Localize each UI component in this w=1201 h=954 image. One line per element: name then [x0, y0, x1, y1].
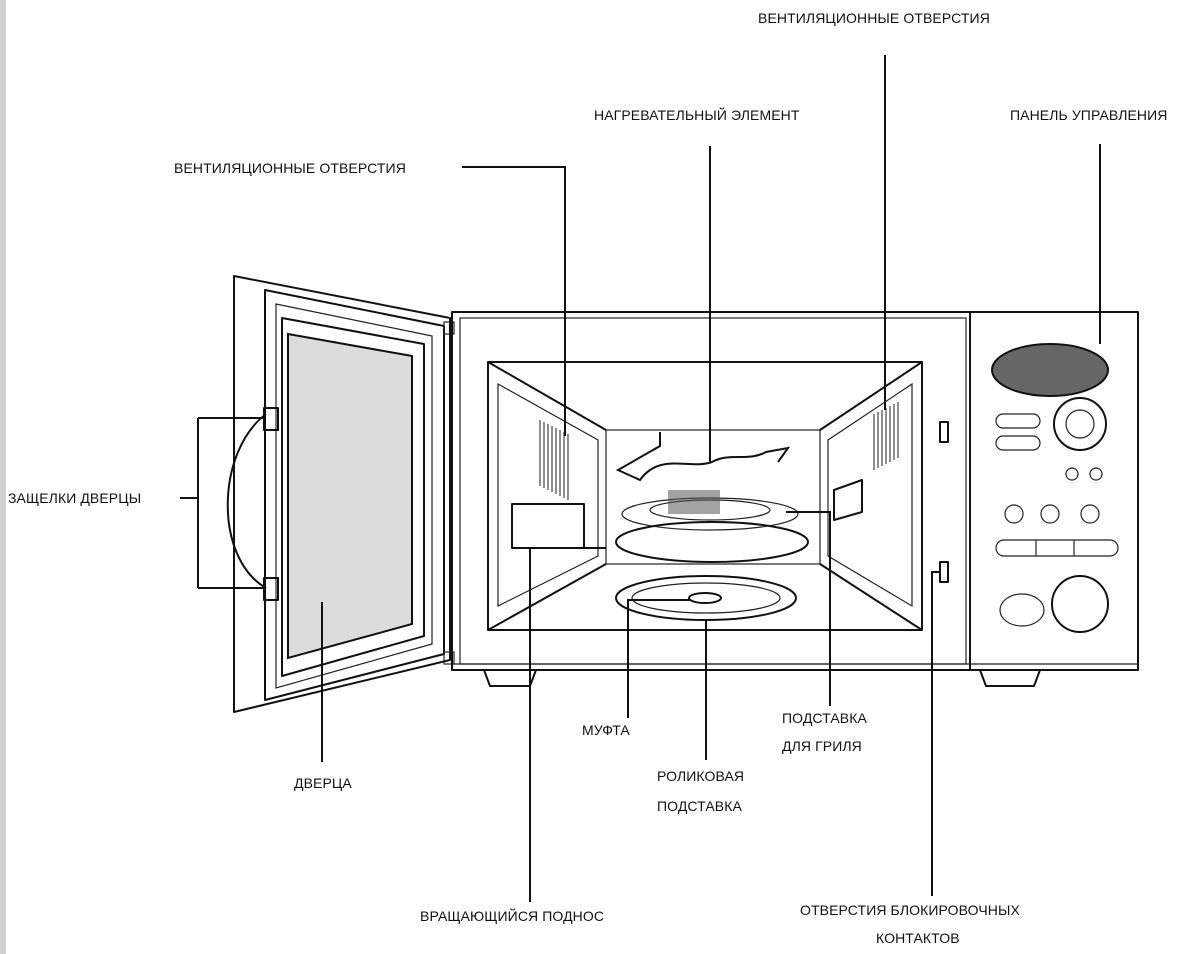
label-door-latches: ЗАЩЕЛКИ ДВЕРЦЫ	[8, 490, 142, 506]
door	[226, 275, 455, 713]
vent-grille-left	[539, 420, 569, 500]
coupler	[688, 592, 722, 604]
display-window	[991, 343, 1109, 397]
label-interlock-line2: КОНТАКТОВ	[876, 930, 960, 946]
label-grill-rack-line1: ПОДСТАВКА	[782, 710, 867, 726]
label-turntable: ВРАЩАЮЩИЙСЯ ПОДНОС	[420, 908, 605, 924]
turntable-tray	[615, 521, 809, 563]
label-vent-top: ВЕНТИЛЯЦИОННЫЕ ОТВЕРСТИЯ	[758, 10, 990, 26]
label-coupler: МУФТА	[582, 722, 630, 738]
interlock-slot-bottom	[939, 561, 949, 583]
vent-grille-right	[873, 402, 899, 470]
heating-element-coil	[615, 432, 791, 482]
label-interlock-line1: ОТВЕРСТИЯ БЛОКИРОВОЧНЫХ	[800, 902, 1020, 918]
interlock-slot-top	[939, 421, 949, 443]
door-window	[287, 332, 413, 660]
control-panel	[991, 343, 1119, 633]
leader-lines	[180, 55, 1101, 902]
label-roller-ring-line2: ПОДСТАВКА	[657, 798, 742, 814]
label-door: ДВЕРЦА	[294, 775, 352, 791]
dial-bottom	[1051, 575, 1109, 633]
dial-top	[1053, 397, 1107, 451]
label-heating-element: НАГРЕВАТЕЛЬНЫЙ ЭЛЕМЕНТ	[594, 107, 800, 123]
oven-body	[451, 311, 1139, 687]
left-edge-strip	[0, 0, 6, 954]
grill-rack	[621, 490, 799, 531]
label-roller-ring-line1: РОЛИКОВАЯ	[657, 768, 745, 784]
label-control-panel: ПАНЕЛЬ УПРАВЛЕНИЯ	[1010, 107, 1168, 123]
label-vent-left: ВЕНТИЛЯЦИОННЫЕ ОТВЕРСТИЯ	[174, 160, 406, 176]
label-grill-rack-line2: ДЛЯ ГРИЛЯ	[782, 738, 862, 754]
